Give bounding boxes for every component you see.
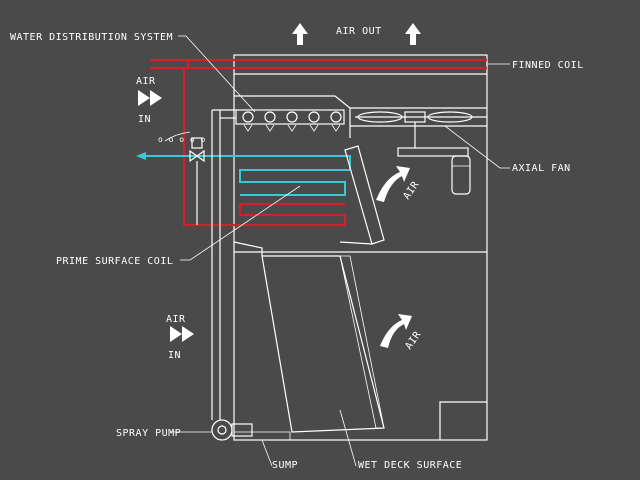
double-chevron-right-icon xyxy=(138,90,162,106)
axial-fan-label: AXIAL FAN xyxy=(512,163,571,174)
nozzle-icon xyxy=(286,111,298,123)
water-distribution-system-label: WATER DISTRIBUTION SYSTEM xyxy=(10,32,173,43)
prime-surface-coil-label: PRIME SURFACE COIL xyxy=(56,256,173,267)
air-upper-label: AIR xyxy=(401,179,422,202)
wet-deck-surface xyxy=(261,255,385,433)
fan-icon xyxy=(355,111,487,148)
motor-icon xyxy=(397,147,471,195)
nozzle-icon xyxy=(242,111,254,123)
double-chevron-right-icon xyxy=(170,326,194,342)
prime-surface-coil xyxy=(136,152,351,196)
spray-pump-label: SPRAY PUMP xyxy=(116,428,181,439)
curved-arrow-icon xyxy=(380,314,412,348)
svg-text:o o o o o: o o o o o xyxy=(158,135,206,144)
air-in-top-label-2: IN xyxy=(138,114,151,125)
sump-label: SUMP xyxy=(272,460,298,471)
pump-icon xyxy=(211,419,253,441)
arrow-up-icon xyxy=(292,23,308,45)
air-out-label: AIR OUT xyxy=(336,26,382,37)
wet-deck-surface-label: WET DECK SURFACE xyxy=(358,460,462,471)
water-distribution-nozzles xyxy=(235,109,345,132)
nozzle-icon xyxy=(308,111,320,123)
arrow-up-icon xyxy=(405,23,421,45)
spray-pump-pipe xyxy=(211,109,236,420)
valve-icon: o o o o o xyxy=(158,131,206,225)
air-in-top-label-1: AIR xyxy=(136,76,156,87)
air-lower-label: AIR xyxy=(403,329,424,352)
curved-arrow-icon xyxy=(376,166,410,202)
air-deflector xyxy=(233,241,373,256)
air-in-bottom-label-2: IN xyxy=(168,350,181,361)
leader-lines xyxy=(170,35,510,467)
tower-housing xyxy=(233,54,488,441)
hot-coil-loops xyxy=(238,202,347,225)
finned-coil-label: FINNED COIL xyxy=(512,60,584,71)
nozzle-icon xyxy=(330,111,342,123)
drift-eliminator xyxy=(344,145,385,245)
air-in-bottom-label-1: AIR xyxy=(166,314,186,325)
finned-coil xyxy=(150,58,487,227)
nozzle-icon xyxy=(264,111,276,123)
